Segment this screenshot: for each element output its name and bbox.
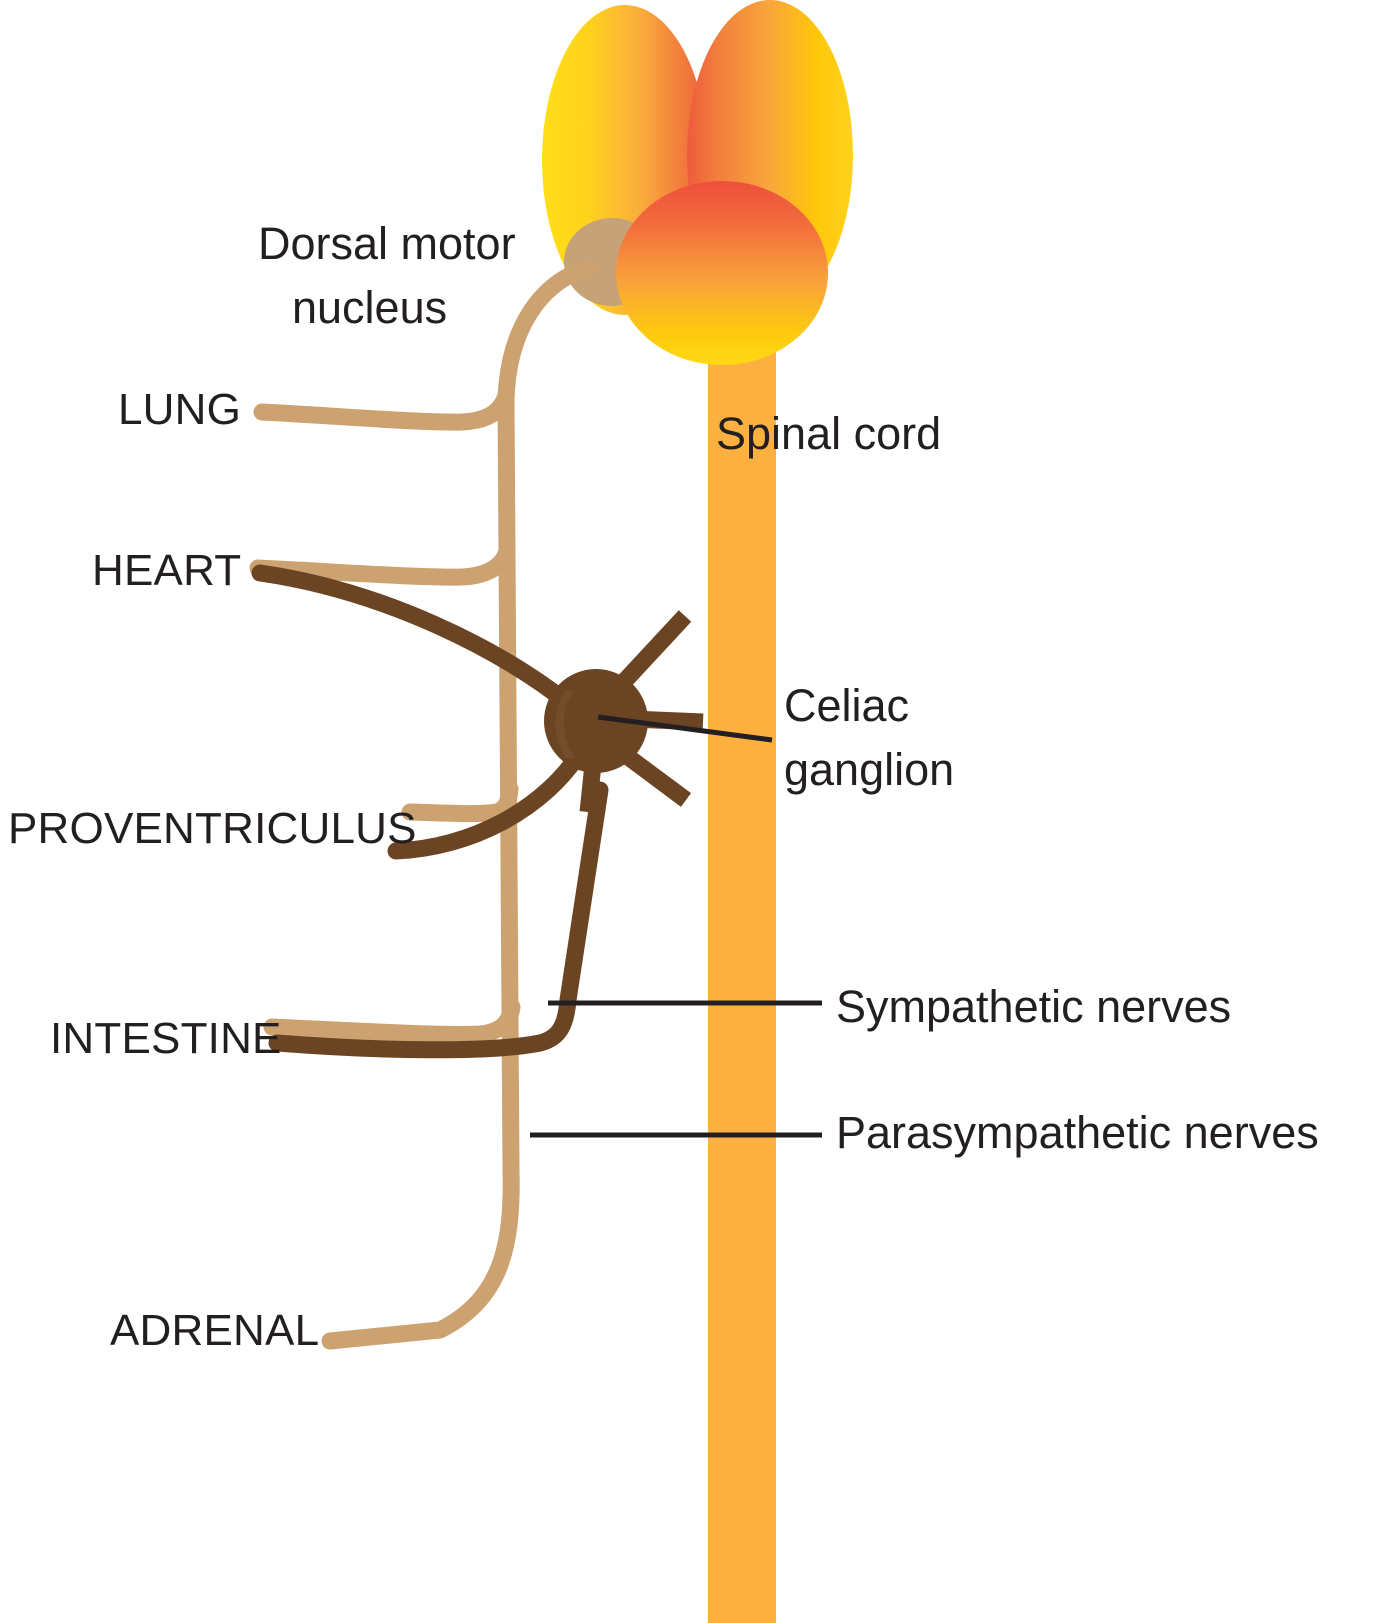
organ-label-proventriculus: PROVENTRICULUS <box>8 804 417 853</box>
symp-branch-intestine <box>268 781 609 1059</box>
leader-celiac-ganglion <box>597 714 773 743</box>
celiac-ganglion-label-line2: ganglion <box>784 744 954 795</box>
symp-branch-proventriculus <box>387 739 592 860</box>
celiac-ganglion-shading <box>555 690 576 758</box>
symp-branch-heart <box>251 564 579 714</box>
leader-line-group <box>530 714 822 1138</box>
legend-label-parasympathetic: Parasympathetic nerves <box>836 1107 1319 1158</box>
para-branch-proventriculus <box>401 780 519 823</box>
dorsal-motor-nucleus-label-line1: Dorsal motor <box>258 218 516 269</box>
organ-label-adrenal: ADRENAL <box>110 1306 319 1355</box>
cerebellum <box>616 181 828 365</box>
organ-label-lung: LUNG <box>118 385 241 434</box>
parasympathetic-nerve-group <box>249 259 597 1350</box>
spinal-cord-label: Spinal cord <box>716 408 941 459</box>
spinal-cord-bar <box>708 300 776 1623</box>
legend-label-sympathetic: Sympathetic nerves <box>836 981 1231 1032</box>
organ-label-heart: HEART <box>92 546 241 595</box>
celiac-ganglion-label-line1: Celiac <box>784 680 909 731</box>
organ-label-intestine: INTESTINE <box>50 1014 282 1063</box>
sympathetic-nerve-group <box>251 564 704 1059</box>
para-branch-intestine <box>263 998 521 1043</box>
vagus-main-trunk <box>321 259 597 1350</box>
brain-group <box>542 0 853 365</box>
para-branch-heart <box>249 542 516 586</box>
para-branch-lung <box>253 389 514 431</box>
dorsal-motor-nucleus-label-line2: nucleus <box>292 282 447 333</box>
